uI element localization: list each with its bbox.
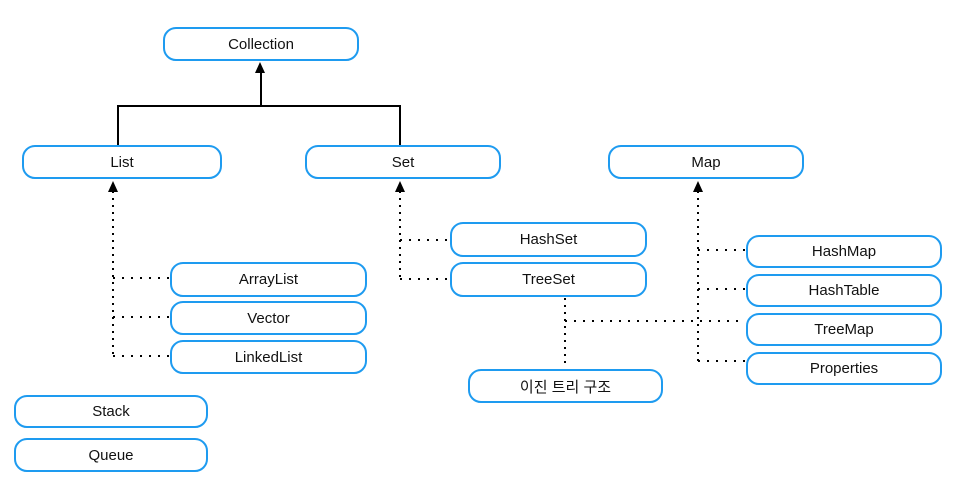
node-map: Map <box>608 145 804 179</box>
connector-set-drop <box>399 106 401 145</box>
connector-vector-branch <box>113 316 169 318</box>
arrowhead-to-map <box>693 181 703 192</box>
connector-treeset-binarytree <box>564 298 566 368</box>
node-collection: Collection <box>163 27 359 61</box>
arrowhead-to-set <box>395 181 405 192</box>
connector-collection-stem <box>260 72 262 107</box>
node-treeset: TreeSet <box>450 262 647 297</box>
node-vector: Vector <box>170 301 367 335</box>
connector-list-children-trunk <box>112 191 114 357</box>
connector-set-children-trunk <box>399 191 401 280</box>
connector-linkedlist-branch <box>113 355 169 357</box>
node-binary-tree-structure: 이진 트리 구조 <box>468 369 663 403</box>
node-treemap: TreeMap <box>746 313 942 346</box>
node-queue: Queue <box>14 438 208 472</box>
connector-treeset-branch <box>400 278 449 280</box>
node-linkedlist: LinkedList <box>170 340 367 374</box>
connector-hashmap-branch <box>698 249 745 251</box>
node-hashset: HashSet <box>450 222 647 257</box>
arrowhead-to-collection <box>255 62 265 73</box>
connector-hashset-branch <box>400 239 449 241</box>
arrowhead-to-list <box>108 181 118 192</box>
connector-hashtable-branch <box>698 288 745 290</box>
node-set: Set <box>305 145 501 179</box>
node-stack: Stack <box>14 395 208 428</box>
connector-list-drop <box>117 106 119 145</box>
node-list: List <box>22 145 222 179</box>
node-arraylist: ArrayList <box>170 262 367 297</box>
node-properties: Properties <box>746 352 942 385</box>
node-hashmap: HashMap <box>746 235 942 268</box>
connector-list-set-crossbar <box>117 105 401 107</box>
connector-properties-branch <box>698 360 745 362</box>
connector-map-children-trunk <box>697 191 699 361</box>
connector-binarytree-treemap <box>565 320 745 322</box>
node-hashtable: HashTable <box>746 274 942 307</box>
connector-arraylist-branch <box>113 277 169 279</box>
